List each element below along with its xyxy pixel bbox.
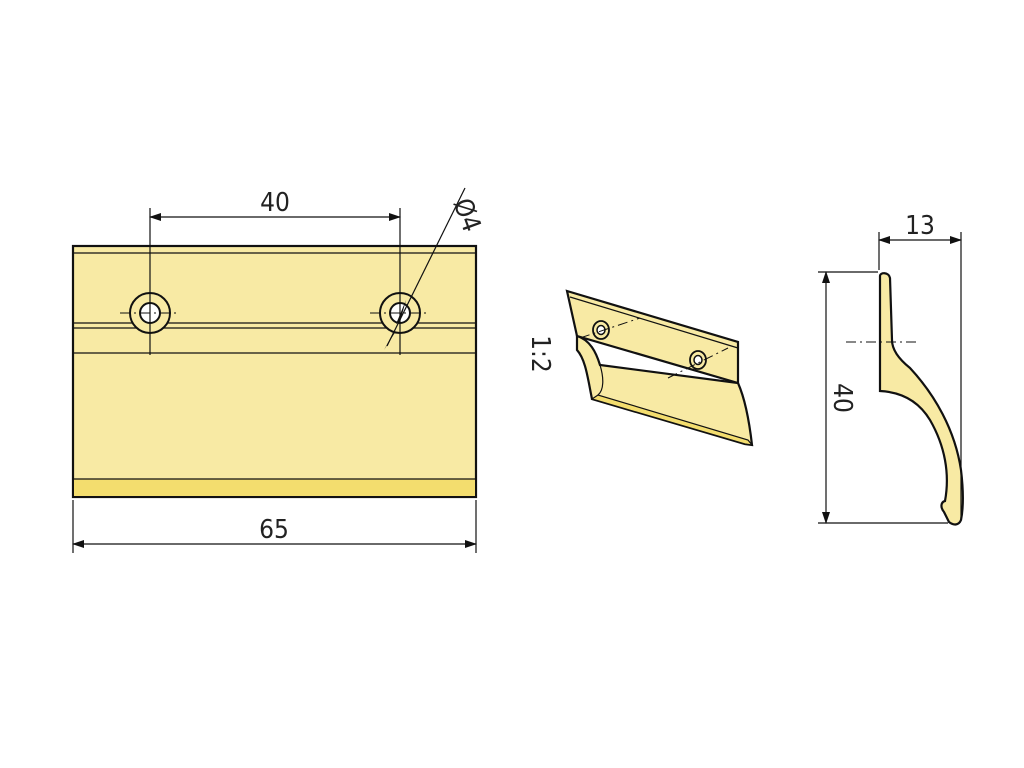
iso-curved-lip: [575, 334, 754, 447]
depth-label: 13: [905, 211, 935, 241]
overall-width-label: 65: [259, 515, 289, 545]
hole-spacing-label: 40: [260, 188, 290, 218]
scale-label: 1:2: [525, 335, 555, 373]
front-view: 40 Ø4 65: [71, 187, 487, 553]
iso-hole-left: [579, 317, 641, 340]
front-plate: [71, 244, 478, 499]
isometric-view: 1:2: [525, 289, 754, 447]
hole-spacing-dimension: 40: [149, 188, 401, 355]
hole-diameter-label: Ø4: [447, 194, 487, 236]
iso-hole-right: [667, 347, 729, 379]
bottom-stripe: [74, 479, 475, 496]
iso-lip-edge: [590, 394, 754, 446]
height-dimension: 40: [818, 271, 948, 524]
side-profile: [878, 272, 964, 526]
height-label: 40: [827, 383, 857, 413]
depth-dimension: 13: [878, 211, 962, 518]
side-view: 13 40: [818, 211, 964, 526]
overall-width-dimension: 65: [72, 500, 477, 553]
